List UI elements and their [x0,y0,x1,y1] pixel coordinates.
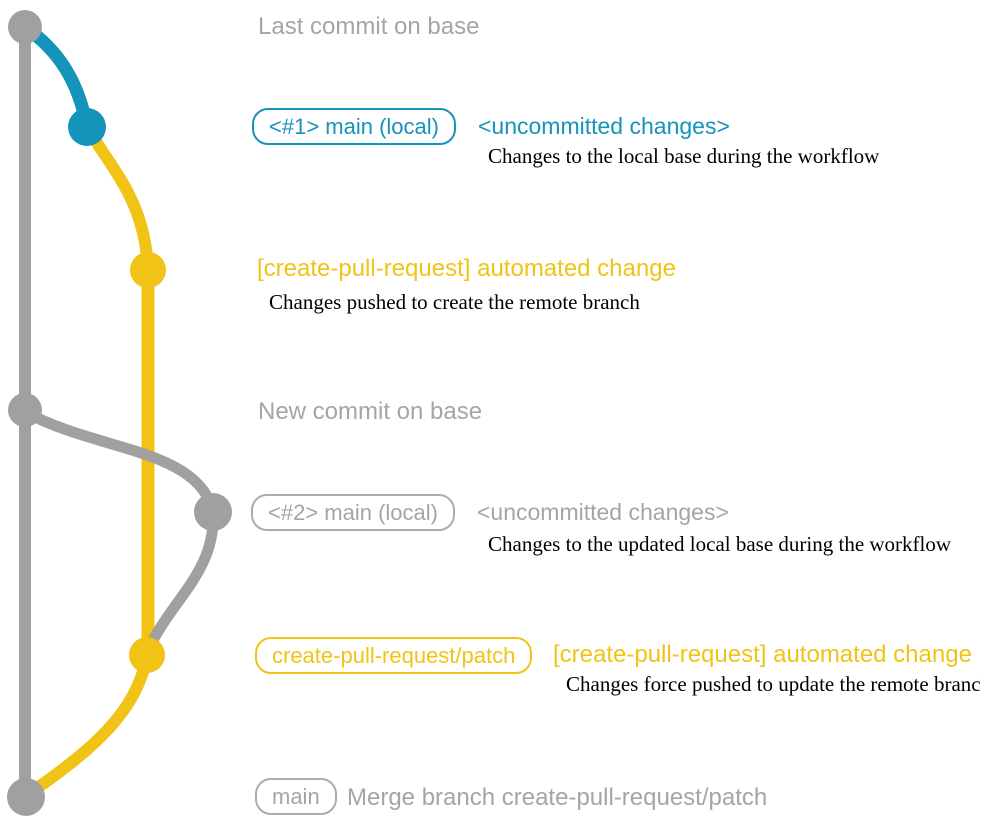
commit-label-automated-change-2: [create-pull-request] automated change [553,641,972,668]
branch-label-main-local-2: <#2> main (local) [251,494,455,531]
commit-message-merge-branch: Merge branch create-pull-request/patch [347,784,768,811]
commit-dot-local-main-2 [194,493,232,531]
branch-label-main: main [255,778,337,815]
commit-dot-local-main-1 [68,108,106,146]
description-updated-local-base-changes: Changes to the updated local base during… [488,532,952,556]
commit-dot-merge-commit [7,778,45,816]
description-pushed-create-remote-branch: Changes pushed to create the remote bran… [269,290,640,314]
branch-label-create-pull-request-patch: create-pull-request/patch [255,637,533,674]
heading-new-commit-on-base: New commit on base [258,398,483,425]
branch-label-main-local-1: <#1> main (local) [252,108,456,145]
status-uncommitted-changes-1: <uncommitted changes> [478,113,730,139]
branch-path-yellow-create [81,121,154,276]
branch-path-gray-rebase [141,506,219,658]
git-graph [7,10,232,816]
branch-path-yellow-merge [24,649,153,799]
description-force-pushed-remote-branch: Changes force pushed to update the remot… [566,672,981,696]
commit-dot-automated-change-1 [130,252,166,288]
description-local-base-changes-1: Changes to the local base during the wor… [488,144,880,168]
heading-last-commit-on-base: Last commit on base [258,13,480,40]
commit-dot-automated-change-2 [129,637,165,673]
commit-dot-last-commit-on-base [8,10,42,44]
status-uncommitted-changes-2: <uncommitted changes> [477,499,729,525]
commit-label-automated-change-1: [create-pull-request] automated change [257,255,676,282]
branch-path-gray-out [19,406,219,516]
commit-dot-new-commit-on-base [8,393,42,427]
